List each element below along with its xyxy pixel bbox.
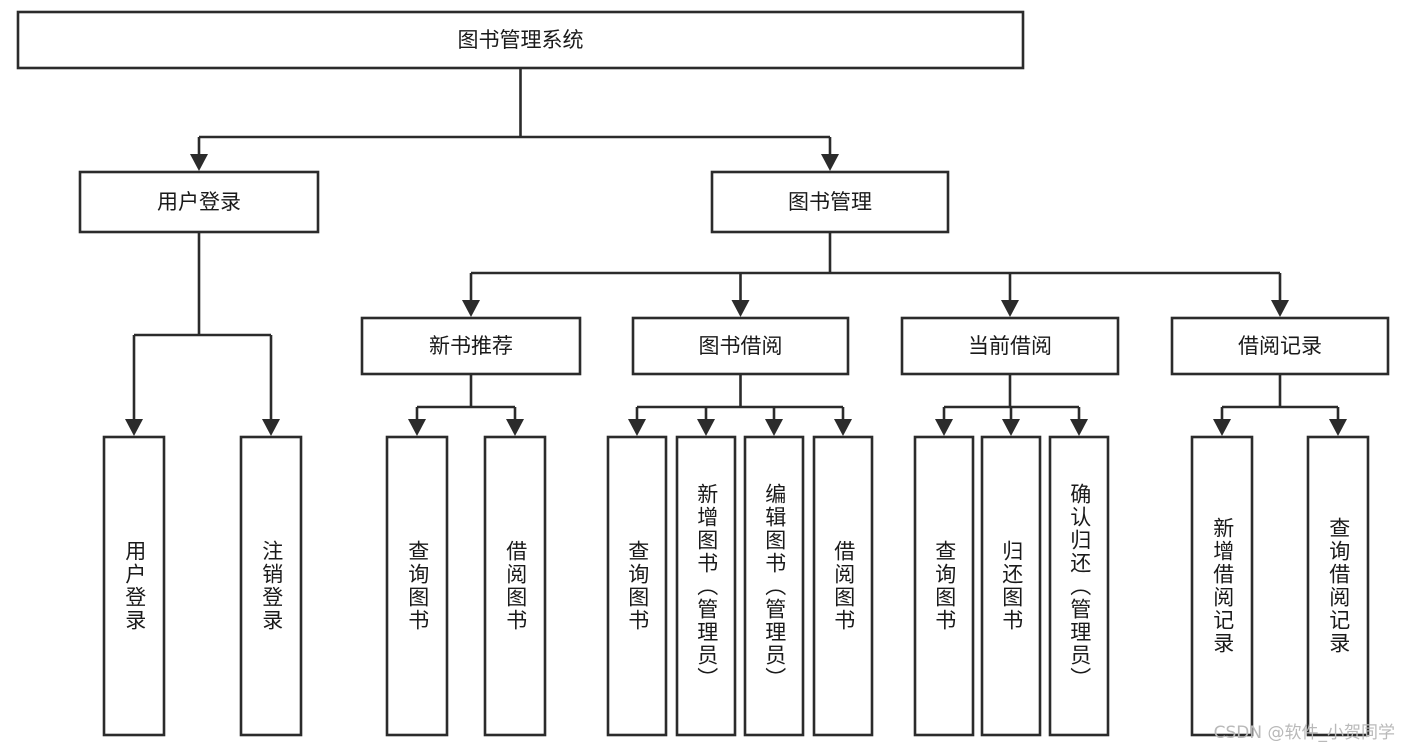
node-box-leaf-add-book[interactable]	[675, 435, 737, 737]
arrow-head-icon	[697, 419, 715, 436]
node-label-current-borrow: 当前借阅	[968, 334, 1052, 358]
node-box-new-book-recommend[interactable]	[360, 316, 582, 376]
arrow-head-icon	[628, 419, 646, 436]
node-label-borrow-records: 借阅记录	[1238, 334, 1322, 358]
boxes-layer	[16, 10, 1390, 737]
arrow-head-icon	[190, 154, 208, 171]
arrow-head-icon	[1070, 419, 1088, 436]
node-box-leaf-add-borrow-record[interactable]	[1190, 435, 1254, 737]
node-box-borrow-records[interactable]	[1170, 316, 1390, 376]
node-box-leaf-query-book-recommend[interactable]	[385, 435, 449, 737]
arrow-head-icon	[821, 154, 839, 171]
node-box-leaf-query-book-borrow[interactable]	[606, 435, 668, 737]
arrow-head-icon	[408, 419, 426, 436]
arrow-head-icon	[1329, 419, 1347, 436]
node-box-leaf-borrow-book[interactable]	[812, 435, 874, 737]
arrow-head-icon	[506, 419, 524, 436]
node-box-leaf-return-book[interactable]	[980, 435, 1042, 737]
node-box-leaf-user-logout[interactable]	[239, 435, 303, 737]
arrow-head-icon	[731, 300, 750, 317]
arrow-head-icon	[765, 419, 783, 436]
arrow-head-icon	[262, 419, 280, 436]
arrow-head-icon	[834, 419, 852, 436]
node-label-new-book-recommend: 新书推荐	[429, 334, 513, 358]
node-label-book-management: 图书管理	[788, 190, 872, 214]
arrow-head-icon	[1001, 300, 1019, 317]
arrow-head-icon	[935, 419, 953, 436]
node-box-leaf-borrow-book-recommend[interactable]	[483, 435, 547, 737]
node-box-root[interactable]	[16, 10, 1025, 70]
node-label-user-login: 用户登录	[157, 190, 241, 214]
node-box-leaf-user-login[interactable]	[102, 435, 166, 737]
watermark-text: CSDN @软件_小贺同学	[1213, 723, 1395, 743]
node-box-leaf-edit-book[interactable]	[743, 435, 805, 737]
node-box-leaf-query-borrow-record[interactable]	[1306, 435, 1370, 737]
node-box-book-borrow[interactable]	[631, 316, 850, 376]
node-box-leaf-query-book-current[interactable]	[913, 435, 975, 737]
node-box-book-management[interactable]	[710, 170, 950, 234]
arrow-head-icon	[1213, 419, 1231, 436]
connectors-layer	[125, 68, 1347, 436]
arrow-head-icon	[125, 419, 143, 436]
arrow-head-icon	[462, 300, 480, 317]
arrow-head-icon	[1271, 300, 1289, 317]
arrow-head-icon	[1002, 419, 1020, 436]
node-label-root: 图书管理系统	[458, 28, 584, 52]
node-box-current-borrow[interactable]	[900, 316, 1120, 376]
node-box-leaf-confirm-return[interactable]	[1048, 435, 1110, 737]
node-box-user-login[interactable]	[78, 170, 320, 234]
node-label-book-borrow: 图书借阅	[699, 334, 783, 358]
